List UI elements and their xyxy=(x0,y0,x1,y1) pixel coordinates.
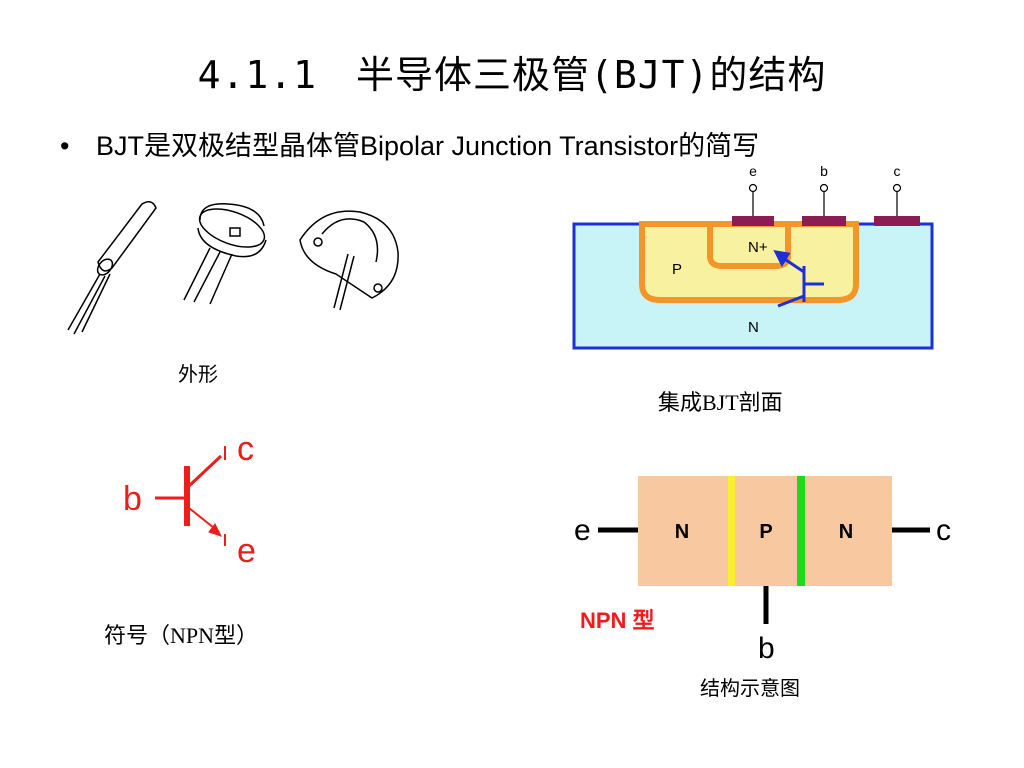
left-terminal-label: e xyxy=(574,514,591,547)
terminal-b-label: b xyxy=(820,163,828,179)
n-plus-emitter-region xyxy=(707,221,791,269)
junction-right xyxy=(797,476,805,586)
region-n-right: N xyxy=(839,521,853,543)
terminal-e-label: e xyxy=(749,163,757,179)
emitter-region-label: N+ xyxy=(748,239,768,256)
slide-title: 4.1.1 半导体三极管(BJT)的结构 xyxy=(197,53,827,97)
caption-cross-section: 集成BJT剖面 xyxy=(658,390,783,415)
region-p: P xyxy=(759,521,772,543)
cylindrical-transistor-drawing xyxy=(67,201,157,335)
junction-left xyxy=(728,476,735,586)
bullet-text: BJT是双极结型晶体管Bipolar Junction Transistor的简… xyxy=(96,131,760,161)
emitter-contact xyxy=(732,216,774,226)
base-label: b xyxy=(123,480,142,518)
base-region-label: P xyxy=(672,261,682,278)
collector-region-label: N xyxy=(748,319,759,336)
caption-symbol: 符号（NPN型） xyxy=(104,623,259,648)
region-n-left: N xyxy=(675,521,689,543)
bullet-marker: • xyxy=(60,131,70,161)
bottom-terminal-label: b xyxy=(758,632,775,665)
base-contact xyxy=(802,216,846,226)
npn-symbol-diagram: b c e xyxy=(123,430,256,570)
collector-contact xyxy=(874,216,920,226)
power-transistor-drawing xyxy=(299,210,399,311)
right-terminal-label: c xyxy=(936,514,951,547)
terminal-c-label: c xyxy=(894,163,901,179)
npn-structure-diagram: e c b N P N NPN 型 xyxy=(574,476,951,665)
cap-transistor-drawing xyxy=(183,203,267,305)
emitter-label: e xyxy=(237,532,256,570)
caption-appearance: 外形 xyxy=(178,362,218,386)
npn-block xyxy=(638,476,892,586)
transistor-appearance-drawings xyxy=(67,201,399,335)
bullet-item: • BJT是双极结型晶体管Bipolar Junction Transistor的… xyxy=(60,124,759,163)
collector-label: c xyxy=(237,430,254,468)
inline-transistor-symbol xyxy=(773,250,824,308)
bjt-cross-section-diagram: e b c N+ P N xyxy=(572,163,934,350)
caption-structure: 结构示意图 xyxy=(700,676,800,700)
npn-type-label: NPN 型 xyxy=(580,608,655,633)
